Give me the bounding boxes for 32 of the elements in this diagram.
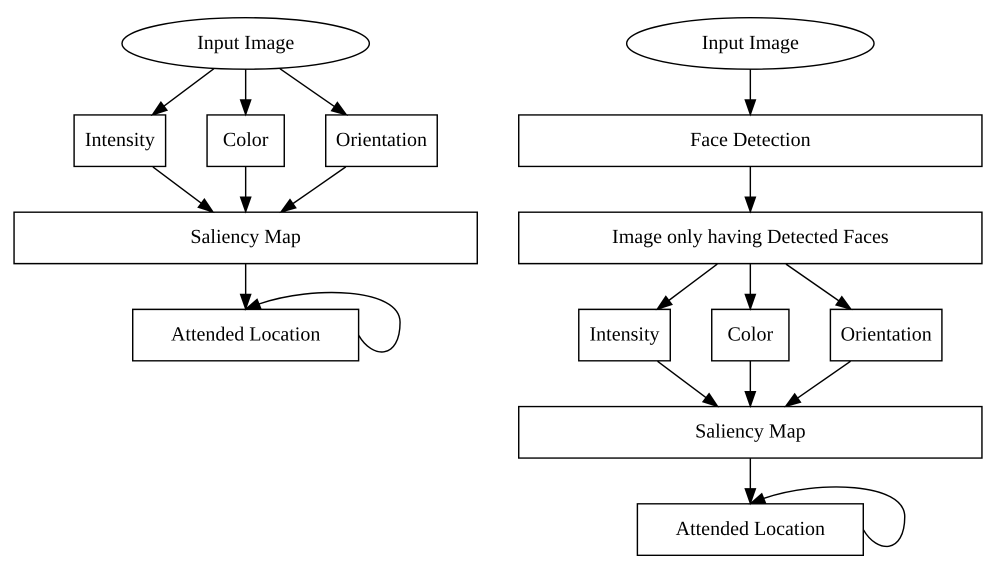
arrow (656, 264, 718, 310)
node-box: Face Detection (518, 114, 983, 168)
arrow (244, 292, 401, 353)
arrow (240, 70, 252, 116)
arrow (784, 360, 851, 408)
node-box: Orientation (830, 308, 943, 362)
arrow (748, 486, 906, 548)
arrow (280, 68, 348, 116)
node-box: Saliency Map (13, 211, 478, 264)
node-ellipse: Input Image (626, 17, 875, 70)
node-box: Attended Location (636, 503, 864, 556)
arrow (240, 166, 252, 214)
arrow (744, 458, 756, 506)
arrow (279, 166, 346, 214)
arrow (240, 264, 252, 311)
node-box: Color (206, 114, 285, 168)
node-box: Attended Location (132, 308, 360, 362)
arrow (657, 360, 720, 408)
arrow (786, 264, 852, 310)
arrow (152, 166, 215, 214)
arrow (744, 166, 756, 214)
node-box: Image only having Detected Faces (518, 211, 983, 264)
arrow (150, 68, 214, 116)
node-box: Intensity (578, 308, 671, 362)
arrow (744, 70, 756, 116)
node-box: Color (711, 308, 790, 362)
arrow (744, 361, 756, 408)
node-box: Saliency Map (518, 406, 983, 459)
node-box: Orientation (325, 114, 438, 168)
node-box: Intensity (73, 114, 166, 168)
node-ellipse: Input Image (121, 17, 370, 70)
arrow (744, 264, 756, 311)
